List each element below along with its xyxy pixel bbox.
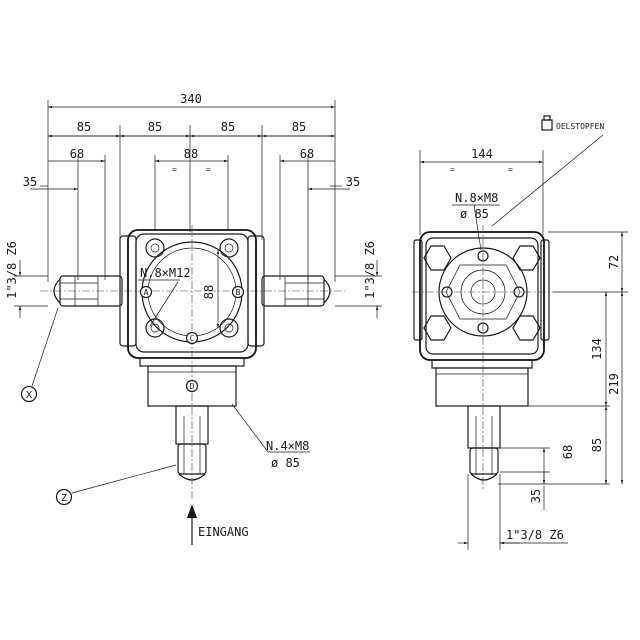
tick-mark-left: = xyxy=(172,165,177,174)
shaft-label-left: 1"3/8 Z6 xyxy=(5,241,19,299)
dim-219: 219 xyxy=(607,373,621,395)
marker-x-circle xyxy=(20,385,38,403)
side-bolt-callout-1: N.8×M8 xyxy=(455,191,498,205)
bolt-callout-m8-2: ø 85 xyxy=(271,456,300,470)
dim-85-3: 85 xyxy=(221,120,235,134)
shaft-label-right: 1"3/8 Z6 xyxy=(363,241,377,299)
marker-b: B xyxy=(236,288,241,297)
tick-mark-right: = xyxy=(206,165,211,174)
marker-a-circle xyxy=(139,285,153,299)
side-shaft-label: 1"3/8 Z6 xyxy=(506,528,564,542)
marker-b-circle xyxy=(231,285,245,299)
extension-lines xyxy=(40,100,342,282)
marker-d: D xyxy=(190,382,195,391)
horizontal-dimensions xyxy=(30,105,350,191)
dim-35-side: 35 xyxy=(529,489,543,503)
dim-72: 72 xyxy=(607,255,621,269)
dim-overall-340: 340 xyxy=(180,92,202,106)
dim-35-right: 35 xyxy=(346,175,360,189)
dim-144: 144 xyxy=(471,147,493,161)
side-vertical-dims xyxy=(498,231,628,510)
input-flange-side xyxy=(431,359,533,407)
dim-85-4: 85 xyxy=(292,120,306,134)
marker-z: Z xyxy=(61,493,67,504)
input-shaft-side xyxy=(467,405,501,481)
dim-85-2: 85 xyxy=(148,120,162,134)
dim-68-right: 68 xyxy=(300,147,314,161)
gearbox-housing-side xyxy=(413,231,550,361)
input-label: EINGANG xyxy=(198,525,249,539)
input-arrow-icon xyxy=(187,504,197,518)
marker-x: X xyxy=(26,390,32,401)
bolt-callout-m12: N.8×M12 xyxy=(140,266,191,280)
dim-88-center: 88 xyxy=(184,147,198,161)
shaft-size-dims xyxy=(14,260,382,318)
marker-c: C xyxy=(190,334,195,343)
marker-d-circle xyxy=(185,379,199,393)
dim-35-left: 35 xyxy=(23,175,37,189)
marker-z-circle xyxy=(55,488,73,506)
input-shaft-front xyxy=(175,405,209,481)
dim-68-side: 68 xyxy=(561,445,575,459)
dim-88-vertical: 88 xyxy=(202,285,216,299)
dim-134: 134 xyxy=(590,338,604,360)
dim-85-side: 85 xyxy=(590,438,604,452)
marker-c-circle xyxy=(185,331,199,345)
marker-a: A xyxy=(144,288,149,297)
tick-mark-side-right: = xyxy=(508,165,513,174)
tick-mark-side-left: = xyxy=(450,165,455,174)
oil-plug-label: OELSTOPFEN xyxy=(556,122,604,131)
front-view: 340 85 85 85 85 68 88 68 35 35 = = 1"3/8… xyxy=(5,92,382,545)
side-bolt-callout-2: ø 85 xyxy=(460,207,489,221)
dim-68-left: 68 xyxy=(70,147,84,161)
oil-plug-icon xyxy=(541,115,553,131)
bolt-callout-m8-1: N.4×M8 xyxy=(266,439,309,453)
side-view: OELSTOPFEN 144 = = N.8×M8 ø 85 xyxy=(412,115,628,550)
dim-85-1: 85 xyxy=(77,120,91,134)
